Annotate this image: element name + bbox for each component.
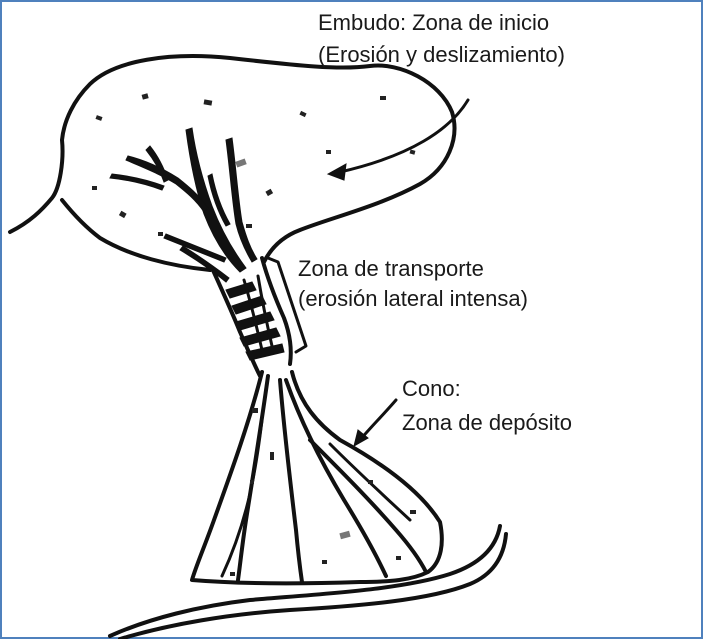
gully-branch-3 [110, 174, 164, 190]
gully-branch-4 [226, 138, 257, 262]
funnel-arrow [340, 100, 468, 172]
cone-arrow [360, 400, 396, 440]
transport-label-line2: (erosión lateral intensa) [298, 286, 528, 311]
cone-label-line2: Zona de depósito [402, 410, 572, 435]
funnel-label-line2: (Erosión y deslizamiento) [318, 42, 565, 67]
river-bank-lower [120, 534, 506, 639]
funnel-arrow-head [328, 164, 346, 180]
funnel-label-line1: Embudo: Zona de inicio [318, 10, 549, 35]
funnel-left-lip [62, 200, 210, 270]
cone-outline [192, 372, 442, 583]
cone-label-line1: Cono: [402, 376, 461, 401]
transport-label-line1: Zona de transporte [298, 256, 484, 281]
